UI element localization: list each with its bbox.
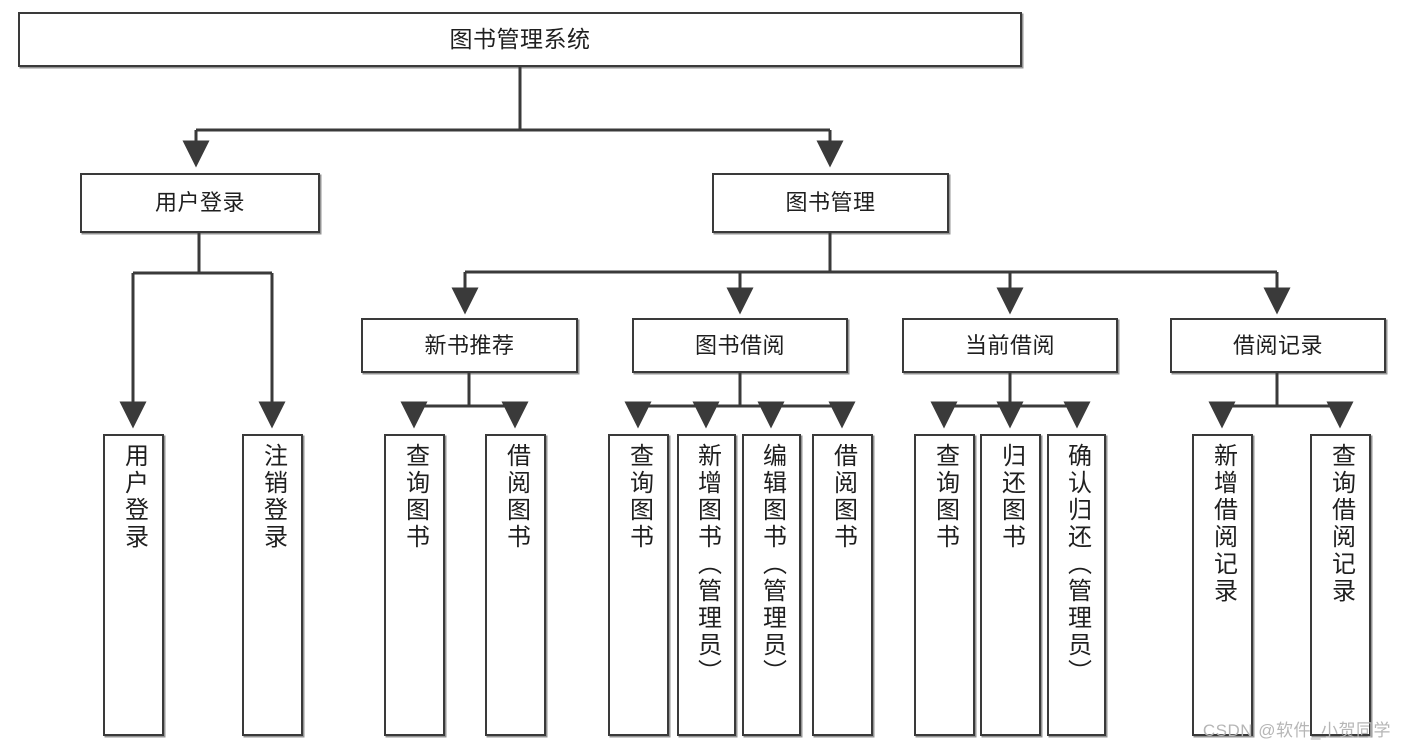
node-user-login-label: 用户登录 (154, 190, 245, 216)
node-borrow-record-label: 借阅记录 (1232, 332, 1323, 358)
node-leaf-query-book-2-label: 查询图书 (625, 443, 653, 551)
node-leaf-user-login-label: 用户登录 (120, 443, 148, 551)
csdn-watermark: CSDN @软件_小贺同学 (1202, 721, 1391, 740)
node-root-label: 图书管理系统 (449, 25, 591, 52)
node-leaf-query-record-label: 查询借阅记录 (1327, 443, 1355, 605)
node-new-book-recommend-label: 新书推荐 (424, 332, 515, 358)
node-leaf-edit-book-label: 编辑图书（管理员） (758, 443, 786, 686)
node-leaf-user-login[interactable]: 用户登录 (103, 434, 164, 736)
node-leaf-query-book-3-label: 查询图书 (931, 443, 959, 551)
node-leaf-edit-book[interactable]: 编辑图书（管理员） (742, 434, 801, 736)
node-user-login[interactable]: 用户登录 (80, 173, 320, 233)
node-leaf-add-record-label: 新增借阅记录 (1209, 443, 1237, 605)
node-leaf-query-book-1[interactable]: 查询图书 (384, 434, 445, 736)
node-borrow-record[interactable]: 借阅记录 (1170, 318, 1386, 373)
node-leaf-query-book-2[interactable]: 查询图书 (608, 434, 669, 736)
node-book-manage[interactable]: 图书管理 (712, 173, 949, 233)
node-leaf-add-book-label: 新增图书（管理员） (693, 443, 721, 686)
node-leaf-borrow-book-2[interactable]: 借阅图书 (812, 434, 873, 736)
node-new-book-recommend[interactable]: 新书推荐 (361, 318, 578, 373)
node-book-manage-label: 图书管理 (785, 190, 876, 216)
node-current-borrow-label: 当前借阅 (964, 332, 1055, 358)
node-leaf-confirm-return-label: 确认归还（管理员） (1063, 443, 1091, 686)
node-leaf-return-book[interactable]: 归还图书 (980, 434, 1041, 736)
node-leaf-query-record[interactable]: 查询借阅记录 (1310, 434, 1371, 736)
node-book-borrow[interactable]: 图书借阅 (632, 318, 848, 373)
node-current-borrow[interactable]: 当前借阅 (902, 318, 1118, 373)
node-leaf-borrow-book-1-label: 借阅图书 (502, 443, 530, 551)
node-book-borrow-label: 图书借阅 (694, 332, 785, 358)
node-leaf-borrow-book-1[interactable]: 借阅图书 (485, 434, 546, 736)
node-root-system[interactable]: 图书管理系统 (18, 12, 1022, 67)
node-leaf-confirm-return[interactable]: 确认归还（管理员） (1047, 434, 1106, 736)
node-leaf-borrow-book-2-label: 借阅图书 (829, 443, 857, 551)
node-leaf-add-record[interactable]: 新增借阅记录 (1192, 434, 1253, 736)
node-leaf-add-book[interactable]: 新增图书（管理员） (677, 434, 736, 736)
node-leaf-logout[interactable]: 注销登录 (242, 434, 303, 736)
node-leaf-logout-label: 注销登录 (259, 443, 287, 551)
node-leaf-query-book-3[interactable]: 查询图书 (914, 434, 975, 736)
node-leaf-query-book-1-label: 查询图书 (401, 443, 429, 551)
node-leaf-return-book-label: 归还图书 (997, 443, 1025, 551)
